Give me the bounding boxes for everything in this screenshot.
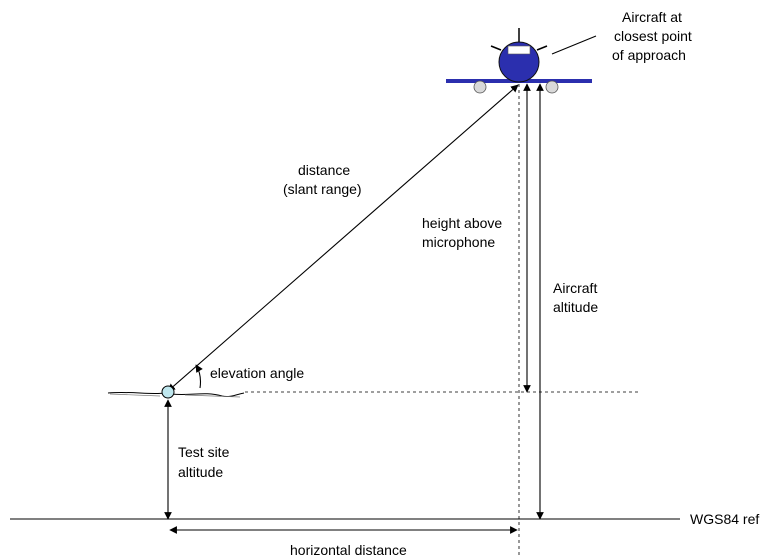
aircraft-altitude-label-line1: Aircraft — [553, 280, 597, 296]
elevation-angle-arc — [195, 364, 203, 389]
aircraft-callout-line — [551, 35, 597, 55]
distance-label-line1: distance — [298, 162, 350, 178]
distance-label-line2: (slant range) — [283, 181, 362, 197]
wgs84-ref-label: WGS84 ref — [690, 511, 759, 527]
microphone-circle-icon — [161, 385, 175, 399]
aircraft-label-line1: Aircraft at — [622, 9, 682, 25]
slant-range-arrow — [167, 84, 519, 392]
test-site-label-line2: altitude — [178, 464, 223, 480]
elevation-angle-label: elevation angle — [210, 365, 304, 381]
ground-terrain-shade — [109, 393, 241, 398]
aircraft-label-line3: of approach — [612, 47, 686, 63]
horizontal-distance-label: horizontal distance — [290, 542, 407, 558]
aircraft-altitude-label-line2: altitude — [553, 299, 598, 315]
aircraft-label-line2: closest point — [614, 28, 692, 44]
height-label-line2: microphone — [422, 234, 495, 250]
aircraft-front-view-icon — [446, 28, 592, 94]
test-site-label-line1: Test site — [178, 444, 230, 460]
height-label-line1: height above — [422, 215, 502, 231]
